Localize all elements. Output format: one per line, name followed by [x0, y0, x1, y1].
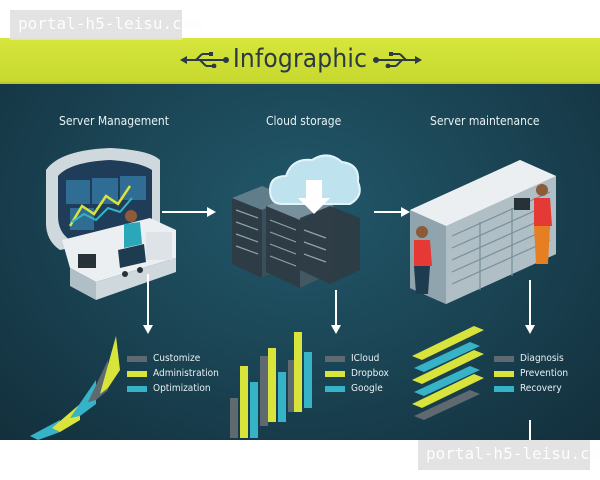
legend-cloud-storage: ICloud Dropbox Google [325, 353, 389, 394]
legend-label: Administration [153, 368, 219, 379]
legend-item: Recovery [494, 383, 568, 394]
legend-swatch [494, 355, 514, 362]
page-title: Infographic [232, 44, 368, 74]
legend-swatch [127, 370, 147, 377]
legend-label: Prevention [520, 368, 569, 379]
legend-item: Google [325, 383, 389, 394]
growth-chart-icon [30, 336, 120, 440]
legend-server-management: Customize Administration Optimization [127, 353, 219, 394]
legend-swatch [325, 385, 345, 392]
legend-item: Customize [127, 353, 219, 364]
usb-icon [373, 52, 422, 68]
section-title-server-management: Server Management [59, 114, 169, 128]
horizontal-bar-chart-icon [412, 326, 484, 420]
legend-item: Administration [127, 368, 219, 379]
usb-icon [180, 52, 229, 68]
legend-label: ICloud [351, 353, 380, 364]
legend-item: Dropbox [325, 368, 389, 379]
legend-swatch [127, 355, 147, 362]
watermark-top: portal-h5-leisu.com [10, 10, 201, 40]
legend-label: Diagnosis [520, 353, 564, 364]
legend-server-maintenance: Diagnosis Prevention Recovery [494, 353, 568, 394]
legend-label: Dropbox [351, 368, 389, 379]
watermark-bottom: portal-h5-leisu.com [418, 440, 600, 470]
legend-swatch [127, 385, 147, 392]
legend-swatch [325, 355, 345, 362]
legend-swatch [494, 370, 514, 377]
bar-chart-icon [230, 332, 312, 438]
legend-item: Optimization [127, 383, 219, 394]
legend-label: Customize [153, 353, 201, 364]
illustration-layer [30, 148, 556, 440]
cloud-server-racks-icon [232, 154, 361, 288]
legend-label: Recovery [520, 383, 562, 394]
legend-item: ICloud [325, 353, 389, 364]
server-cabinet-technicians-icon [410, 160, 556, 304]
legend-label: Google [351, 383, 383, 394]
legend-swatch [325, 370, 345, 377]
legend-label: Optimization [153, 383, 211, 394]
header-bar: Infographic [0, 38, 600, 84]
section-title-cloud-storage: Cloud storage [266, 114, 342, 128]
legend-item: Diagnosis [494, 353, 568, 364]
legend-swatch [494, 385, 514, 392]
section-title-server-maintenance: Server maintenance [430, 114, 540, 128]
legend-item: Prevention [494, 368, 568, 379]
admin-workstation-icon [45, 148, 176, 300]
